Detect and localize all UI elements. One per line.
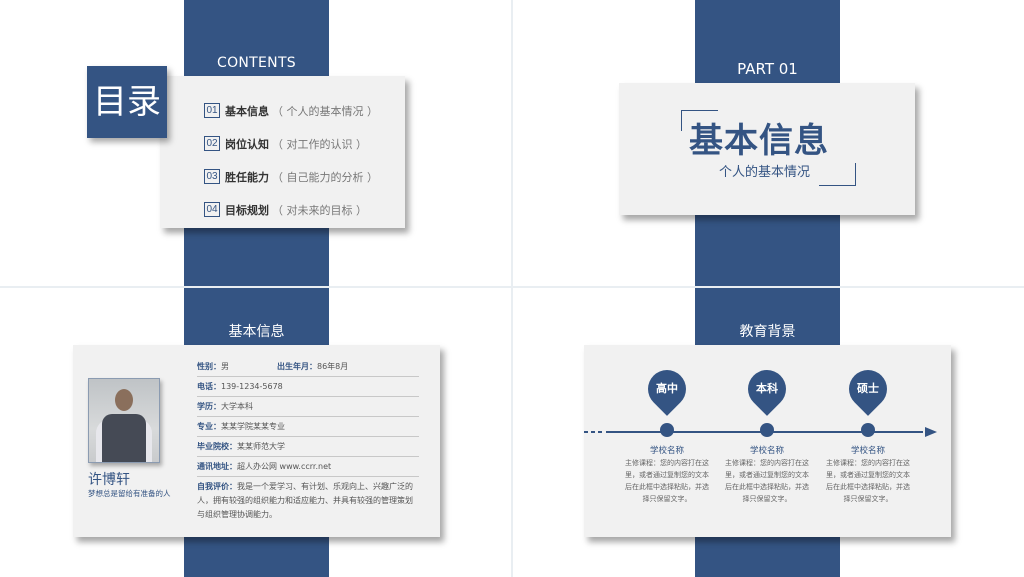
- stage-label: 高中: [656, 382, 678, 395]
- band-label: PART 01: [737, 60, 798, 78]
- stage-label: 硕士: [857, 382, 879, 395]
- info-row-gender-birth: 性别：男 出生年月：86年8月: [197, 357, 419, 377]
- toc-item[interactable]: 04 目标规划 （ 对未来的目标 ）: [204, 193, 378, 226]
- info-list: 性别：男出生年月：86年8月 电话：139-1234-5678 学历：大学本科 …: [197, 357, 419, 522]
- info-label: 通讯地址：: [197, 462, 237, 471]
- slide-contents[interactable]: CONTENTS 目录 01 基本信息 （ 个人的基本情况 ） 02 岗位认知 …: [0, 0, 511, 286]
- section-subtitle: 个人的基本情况: [719, 165, 811, 180]
- info-row: 电话：139-1234-5678: [197, 377, 419, 397]
- info-label: 学历：: [197, 402, 221, 411]
- section-title-card: 基本信息 个人的基本情况: [619, 83, 915, 215]
- info-value: 某某学院某某专业: [221, 422, 285, 431]
- toc-item[interactable]: 01 基本信息 （ 个人的基本情况 ）: [204, 94, 378, 127]
- school-name: 学校名称: [649, 446, 684, 456]
- school-desc: 主修课程：您的内容打在这里，或者通过复制您的文本后在此框中选择粘贴，并选择只保留…: [625, 459, 709, 503]
- person-name: 许博轩: [88, 472, 130, 488]
- band-label: CONTENTS: [217, 55, 296, 71]
- toc-list: 01 基本信息 （ 个人的基本情况 ） 02 岗位认知 （ 对工作的认识 ） 0…: [204, 94, 378, 226]
- school-name: 学校名称: [850, 446, 885, 456]
- stage-label: 本科: [756, 382, 778, 395]
- toc-main: 目标规划: [225, 203, 269, 217]
- info-row: 通讯地址：超人办公网 www.ccrr.net: [197, 457, 419, 477]
- info-value: 大学本科: [221, 402, 253, 411]
- self-evaluation: 自我评价：我是一个爱学习、有计划、乐观向上、兴趣广泛的人，拥有较强的组织能力和适…: [197, 477, 419, 522]
- band-label: 教育背景: [739, 324, 796, 340]
- toc-number: 03: [204, 169, 220, 184]
- timeline-node: [760, 423, 774, 437]
- toc-sub: （ 对未来的目标 ）: [272, 203, 367, 217]
- info-row: 专业：某某学院某某专业: [197, 417, 419, 437]
- band-label: 基本信息: [228, 324, 285, 340]
- education-entry: 学校名称 主修课程：您的内容打在这里，或者通过复制您的文本后在此框中选择粘贴，并…: [624, 445, 710, 505]
- info-row: 毕业院校：某某师范大学: [197, 437, 419, 457]
- birth-value: 86年8月: [317, 362, 349, 371]
- person-motto: 梦想总是留给有准备的人: [88, 489, 171, 498]
- info-label: 专业：: [197, 422, 221, 431]
- toc-sub: （ 对工作的认识 ）: [272, 137, 367, 151]
- profile-card: 许博轩 梦想总是留给有准备的人 性别：男 出生年月：86年8月 电话：139-12…: [73, 345, 440, 537]
- toc-main: 基本信息: [225, 104, 269, 118]
- school-desc: 主修课程：您的内容打在这里，或者通过复制您的文本后在此框中选择粘贴，并选择只保留…: [826, 459, 910, 503]
- slide-part-01[interactable]: PART 01 基本信息 个人的基本情况: [513, 0, 1024, 286]
- arrow-right-icon: [925, 427, 937, 437]
- bracket-bottom-right-icon: [819, 163, 856, 186]
- timeline-node: [660, 423, 674, 437]
- education-entry: 学校名称 主修课程：您的内容打在这里，或者通过复制您的文本后在此框中选择粘贴，并…: [825, 445, 911, 505]
- toc-sub: （ 自己能力的分析 ）: [272, 170, 378, 184]
- section-title: 基本信息: [689, 121, 829, 161]
- toc-item[interactable]: 03 胜任能力 （ 自己能力的分析 ）: [204, 160, 378, 193]
- avatar: [88, 378, 160, 463]
- toc-main: 胜任能力: [225, 170, 269, 184]
- school-desc: 主修课程：您的内容打在这里，或者通过复制您的文本后在此框中选择粘贴，并选择只保留…: [725, 459, 809, 503]
- toc-number: 02: [204, 136, 220, 151]
- info-value: 139-1234-5678: [221, 382, 283, 391]
- toc-number: 01: [204, 103, 220, 118]
- slide-education[interactable]: 教育背景 高中 学校名称 主修课程：您的内容打在这里，或者通过复制您的文本后在此…: [513, 288, 1024, 577]
- toc-number: 04: [204, 202, 220, 217]
- toc-title: 目录: [87, 66, 167, 138]
- gender-label: 性别：: [197, 362, 221, 371]
- slide-basic-info[interactable]: 基本信息 许博轩 梦想总是留给有准备的人 性别：男 出生年月：86年8月 电话：1…: [0, 288, 511, 577]
- info-value: 超人办公网 www.ccrr.net: [237, 462, 332, 471]
- education-entry: 学校名称 主修课程：您的内容打在这里，或者通过复制您的文本后在此框中选择粘贴，并…: [724, 445, 810, 505]
- contents-card: 01 基本信息 （ 个人的基本情况 ） 02 岗位认知 （ 对工作的认识 ） 0…: [160, 76, 405, 228]
- birth-label: 出生年月：: [277, 362, 317, 371]
- bracket-top-left-icon: [681, 110, 718, 131]
- info-label: 毕业院校：: [197, 442, 237, 451]
- school-name: 学校名称: [749, 446, 784, 456]
- info-value: 某某师范大学: [237, 442, 285, 451]
- info-row: 学历：大学本科: [197, 397, 419, 417]
- gender-value: 男: [221, 362, 229, 371]
- eval-label: 自我评价：: [197, 482, 237, 491]
- timeline-node: [861, 423, 875, 437]
- eval-text: 我是一个爱学习、有计划、乐观向上、兴趣广泛的人，拥有较强的组织能力和适应能力、并…: [197, 482, 413, 519]
- education-card: 高中 学校名称 主修课程：您的内容打在这里，或者通过复制您的文本后在此框中选择粘…: [584, 345, 951, 537]
- toc-sub: （ 个人的基本情况 ）: [272, 104, 378, 118]
- info-label: 电话：: [197, 382, 221, 391]
- toc-item[interactable]: 02 岗位认知 （ 对工作的认识 ）: [204, 127, 378, 160]
- toc-main: 岗位认知: [225, 137, 269, 151]
